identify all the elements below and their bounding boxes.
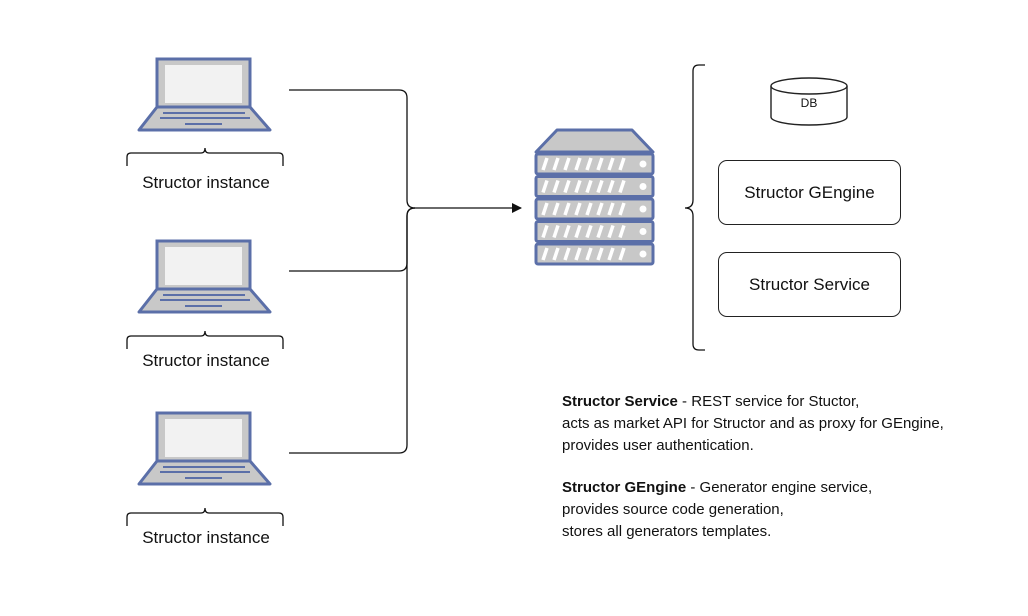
gengine-label: Structor GEngine xyxy=(744,182,875,202)
description-text: provides source code generation, xyxy=(562,501,784,518)
gengine-box: Structor GEngine xyxy=(718,160,901,225)
laptop-icon xyxy=(137,239,272,314)
server-brace xyxy=(684,64,705,351)
description-text: provides user authentication. xyxy=(562,437,754,454)
connector-line-bottom xyxy=(289,207,416,454)
client-brace xyxy=(126,507,284,526)
client-label: Structor instance xyxy=(142,351,270,370)
rack-unit xyxy=(534,197,655,221)
rack-unit xyxy=(534,220,655,243)
description-text: REST service for Stuctor, xyxy=(691,393,860,410)
client-brace xyxy=(126,330,284,349)
client-brace xyxy=(126,147,284,166)
server-rack-icon xyxy=(534,128,655,266)
rack-unit xyxy=(534,175,655,198)
rack-unit xyxy=(534,242,655,266)
gengine-description-title: Structor GEngine xyxy=(562,479,687,496)
description-text: stores all generators templates. xyxy=(562,523,772,540)
database-icon xyxy=(770,77,848,126)
separator: - xyxy=(677,393,692,410)
gengine-description-line: Structor GEngine - Generator engine serv… xyxy=(562,477,872,499)
description-text: Generator engine service, xyxy=(699,479,873,496)
db-label: DB xyxy=(800,96,818,110)
service-description: Structor Service - REST service for Stuc… xyxy=(562,391,944,457)
service-description-line: Structor Service - REST service for Stuc… xyxy=(562,391,944,413)
laptop-icon xyxy=(137,411,272,486)
separator: - xyxy=(686,479,700,496)
description-text: acts as market API for Structor and as p… xyxy=(562,415,944,432)
client-label: Structor instance xyxy=(142,528,270,547)
service-description-title: Structor Service xyxy=(562,393,678,410)
connector-line-top xyxy=(289,89,416,209)
connector-line-middle xyxy=(289,207,416,272)
rack-unit xyxy=(534,152,655,176)
service-label: Structor Service xyxy=(749,274,870,294)
client-label: Structor instance xyxy=(142,173,270,192)
service-box: Structor Service xyxy=(718,252,901,317)
gengine-description: Structor GEngine - Generator engine serv… xyxy=(562,477,872,543)
laptop-icon xyxy=(137,57,272,132)
